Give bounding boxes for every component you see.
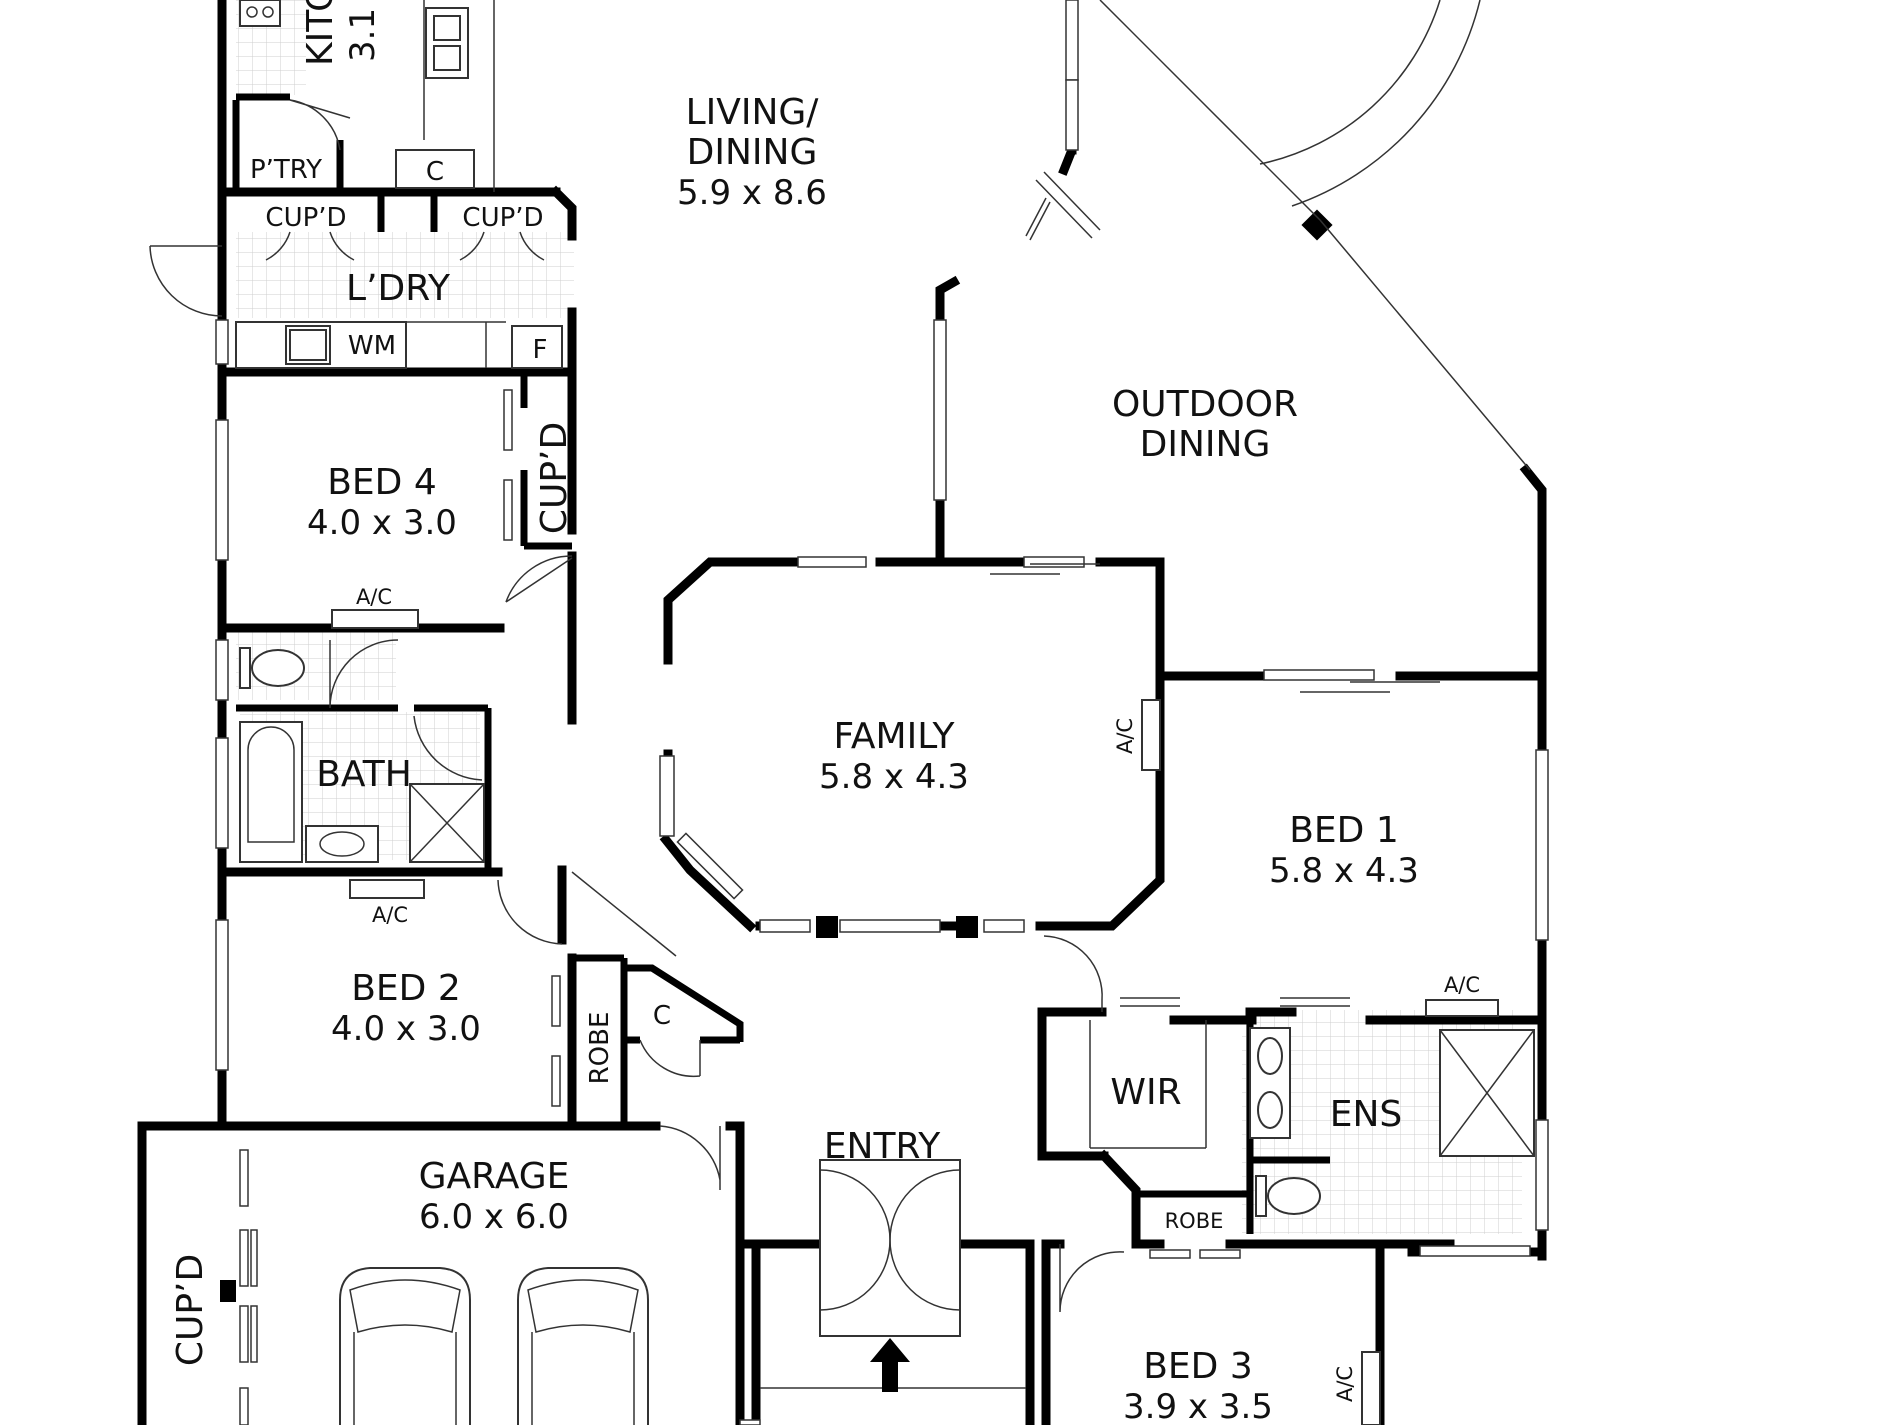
garage-car-left [339,1267,471,1425]
bed4-size: 4.0 x 3.0 [307,503,457,543]
hall-c-name: C [653,1001,671,1031]
sliding-doors [239,171,1440,1425]
laundry-cupd-2-name: CUP’D [462,203,543,233]
bed1-name: BED 1 [1289,810,1399,851]
garage-car-right [517,1267,649,1425]
family-size: 5.8 x 4.3 [819,757,969,797]
wir-name: WIR [1110,1072,1181,1113]
room-labels: KITC 3.1 LIVING/ DINING 5.9 x 8.6 P’TRY … [170,0,1480,1425]
bath-ac-label: A/C [372,903,408,927]
living-name-line1: LIVING/ [686,92,820,133]
laundry-name: L’DRY [346,268,451,309]
ens-name: ENS [1330,1094,1403,1135]
garage-size: 6.0 x 6.0 [419,1197,569,1237]
entry-name: ENTRY [824,1126,941,1167]
bed3-size: 3.9 x 3.5 [1123,1387,1273,1425]
garage-cupd-name: CUP’D [170,1254,211,1366]
living-size: 5.9 x 8.6 [677,173,827,213]
laundry-cupd-1-name: CUP’D [265,203,346,233]
bed3-robe-name: ROBE [1165,1209,1224,1233]
outdoor-name-line1: OUTDOOR [1112,384,1298,425]
outdoor-name-line2: DINING [1140,424,1271,465]
garage-name: GARAGE [419,1156,570,1197]
bed3-ac-label: A/C [1333,1366,1357,1402]
kitchen-size: 3.1 [343,8,383,62]
bed1-size: 5.8 x 4.3 [1269,851,1419,891]
kitchen-c-name: C [426,157,444,187]
bed2-name: BED 2 [351,968,461,1009]
door-swings [149,0,1531,1313]
kitchen-name: KITC [300,0,341,66]
pantry-name: P’TRY [250,155,322,185]
windows [215,0,1549,1425]
living-name-line2: DINING [687,132,818,173]
fridge-label: F [533,335,548,365]
bath-name: BATH [316,754,412,795]
bed2-size: 4.0 x 3.0 [331,1009,481,1049]
washing-machine-label: WM [348,331,396,361]
family-ac-label: A/C [1113,718,1137,754]
ens-ac-label: A/C [1444,973,1480,997]
bed4-name: BED 4 [327,462,437,503]
family-name: FAMILY [834,716,956,757]
bed3-name: BED 3 [1143,1346,1253,1387]
entry-arrow-icon [870,1338,910,1392]
entry-double-door [760,1159,1026,1392]
bed4-ac-label: A/C [356,585,392,609]
fixtures [235,0,1535,1425]
bed4-cupd-name: CUP’D [534,422,575,534]
bed2-robe-name: ROBE [585,1012,615,1085]
